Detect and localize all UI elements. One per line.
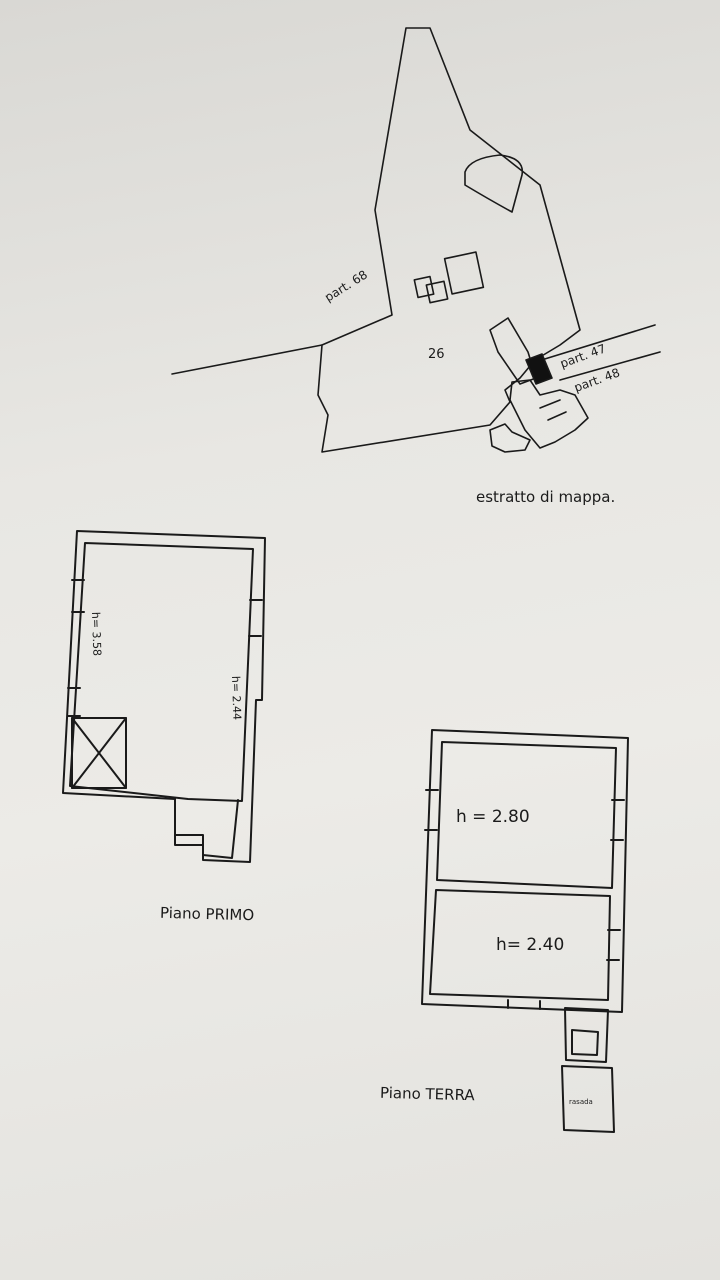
boundary-line-part48 [559,351,661,381]
first-floor-window-left-2 [67,687,81,717]
annex-inner [571,1029,599,1056]
first-floor-window-right-1 [248,599,263,637]
first-floor-outer-wall [62,530,266,863]
highlighted-unit [525,353,553,385]
upper-room-inner-wall [436,741,617,889]
pond-shape [464,154,524,213]
first-floor-window-left-1 [71,579,85,613]
boundary-line-west [171,344,323,375]
cadastral-map [171,27,661,453]
first-floor-caption: Piano PRIMO [159,903,255,925]
first-floor-height-left: h= 3.58 [89,612,104,657]
building-annex [489,423,531,453]
building-b [413,275,435,299]
building-cluster-south [509,379,589,449]
first-floor-plan [62,530,266,863]
ground-floor-window-right [610,799,625,841]
ground-floor-plan [421,729,629,1133]
map-caption: estratto di mappa. [476,488,616,506]
ground-floor-height-lower: h= 2.40 [496,935,564,955]
parcel-boundary [317,27,581,453]
ground-floor-window-left [424,789,439,831]
annex-label: rasada [569,1098,593,1106]
stair-opening [71,717,127,789]
ground-floor-door [507,999,541,1010]
part-68-label: part. 68 [322,267,370,304]
annex-lower [561,1065,615,1133]
external-stair [174,798,239,859]
lower-room-inner-wall [429,889,611,1001]
building-annex-detail [539,399,567,421]
ground-floor-caption: Piano TERRA [379,1083,475,1105]
building-cluster-north [489,317,537,385]
first-floor-inner-wall [69,542,254,802]
parcel-number-label: 26 [428,347,445,362]
ground-floor-window-lower [606,929,621,961]
building-c [425,280,449,304]
annex-upper [564,1007,609,1063]
first-floor-height-right: h= 2.44 [229,676,244,721]
ground-floor-height-upper: h = 2.80 [456,807,530,827]
building-a [443,251,485,295]
part-47-label: part. 47 [558,341,607,370]
boundary-line-part47 [534,324,656,363]
ground-floor-outer-wall [421,729,629,1013]
